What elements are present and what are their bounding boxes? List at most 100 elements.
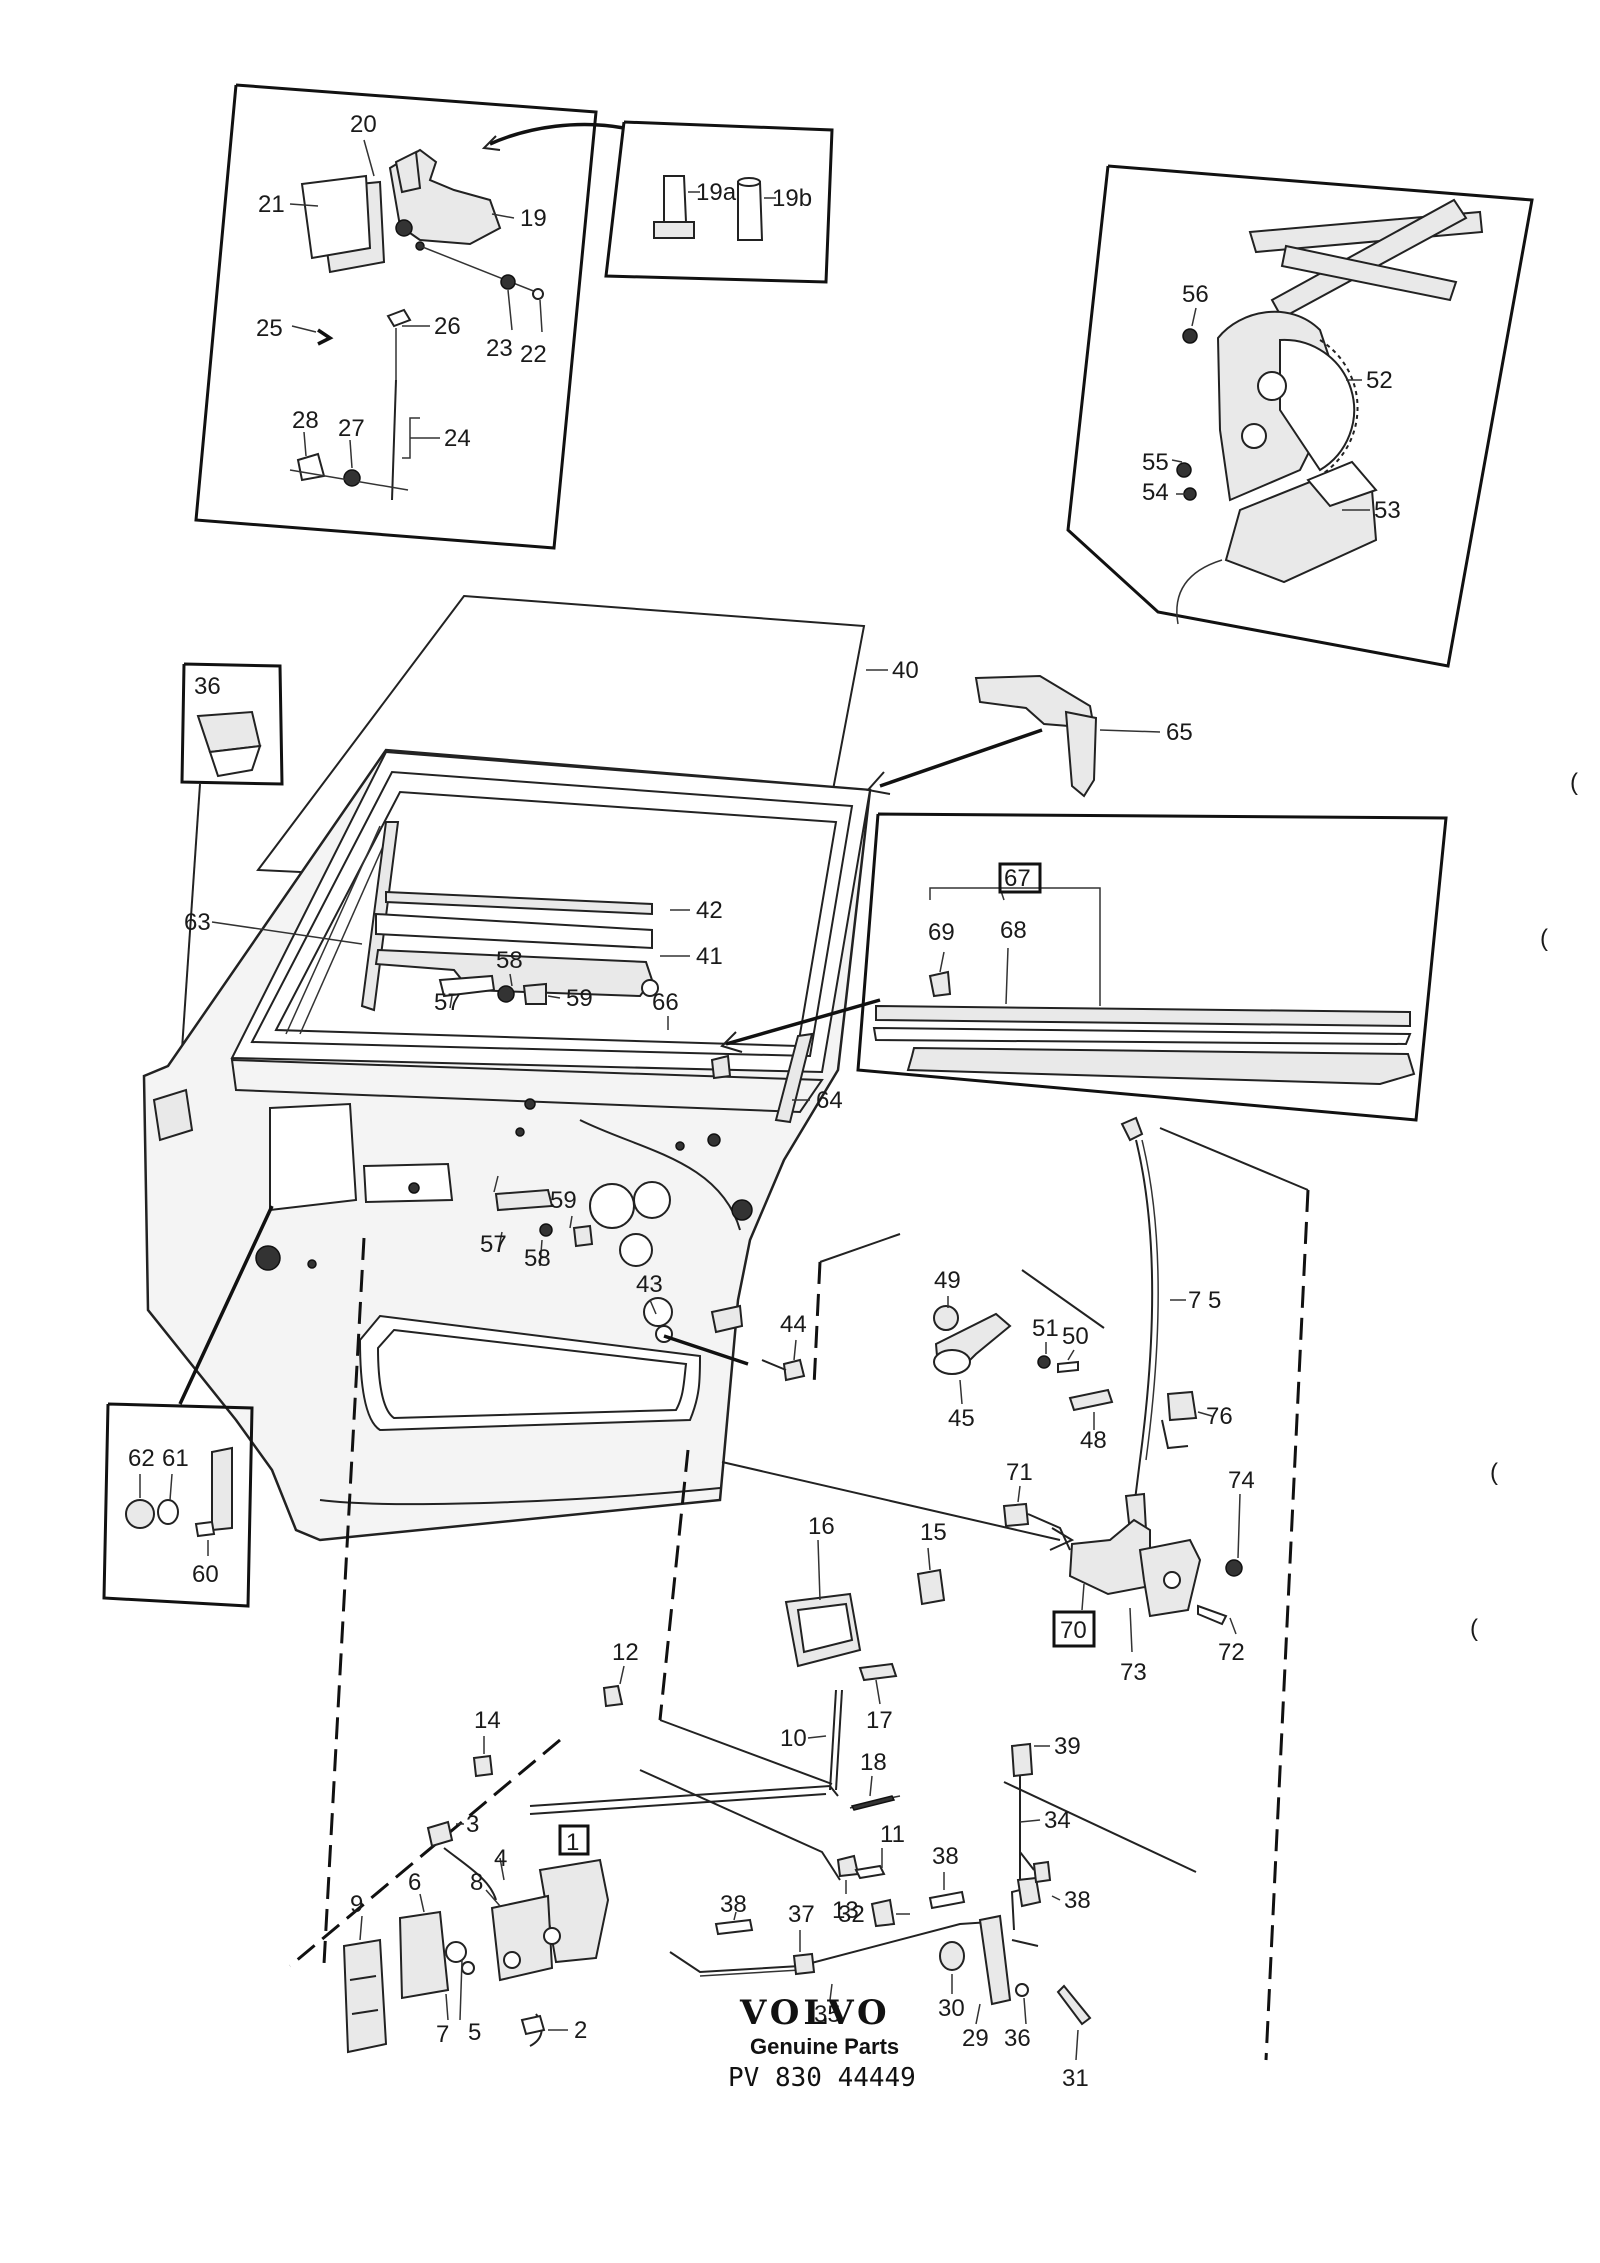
callout-62: 62 [128,1445,155,1472]
inset-fasteners: 62 61 60 [102,1205,274,1608]
callout-8: 8 [470,1869,483,1896]
inset-door-handle: 20 21 19 25 26 23 22 24 28 27 [194,83,598,550]
callout-72: 72 [1218,1639,1245,1666]
callout-25: 25 [256,315,283,342]
callout-26: 26 [434,313,461,340]
callout-4: 4 [494,1845,507,1872]
callout-31: 31 [1062,2065,1089,2092]
callout-74: 74 [1228,1467,1255,1494]
callout-71: 71 [1006,1459,1033,1486]
callout-49: 49 [934,1267,961,1294]
callout-7: 7 [436,2021,449,2048]
callout-43: 43 [636,1271,663,1298]
callout-59-upper: 59 [566,985,593,1012]
callout-56: 56 [1182,281,1209,308]
callout-76: 76 [1206,1403,1233,1430]
lower-rods: 38 37 38 32 35 30 29 36 31 39 34 38 [669,1733,1092,2092]
door-mid-parts: 57 58 59 43 44 [480,1175,807,1382]
callout-63: 63 [184,909,211,936]
callout-44: 44 [780,1311,807,1338]
callout-19: 19 [520,205,547,232]
callout-54: 54 [1142,479,1169,506]
callout-29: 29 [962,2025,989,2052]
callout-38-left: 38 [720,1891,747,1918]
callout-55: 55 [1142,449,1169,476]
callout-61: 61 [162,1445,189,1472]
callout-30: 30 [938,1995,965,2022]
inset-window-regulator: 56 52 53 55 54 [1066,164,1534,668]
callout-52: 52 [1366,367,1393,394]
callout-66: 66 [652,989,679,1016]
callout-75: 7 5 [1188,1287,1221,1314]
callout-57-lower: 57 [480,1231,507,1258]
callout-36: 36 [194,673,221,700]
callout-45: 45 [948,1405,975,1432]
margin-mark-1: ( [1570,769,1578,796]
callout-42: 42 [696,897,723,924]
margin-mark-4: ( [1470,1615,1478,1642]
callout-18: 18 [860,1749,887,1776]
callout-38-mid: 38 [932,1843,959,1870]
callout-59-lower: 59 [550,1187,577,1214]
inset-belt-molding: 67 69 68 [720,812,1448,1122]
callout-13: 13 [832,1897,859,1924]
callout-57-upper: 57 [434,989,461,1016]
callout-23: 23 [486,335,513,362]
lock-mechanism: 7 5 76 74 72 71 70 73 [1002,1116,1255,1686]
callout-58-upper: 58 [496,947,523,974]
callout-28: 28 [292,407,319,434]
callout-53: 53 [1374,497,1401,524]
callout-41: 41 [696,943,723,970]
volvo-branding: VOLVO Genuine Parts PV 830 44449 [728,1993,916,2093]
margin-marks: ( ( ( ( [1470,769,1578,1642]
callout-5: 5 [468,2019,481,2046]
callout-36-lower: 36 [1004,2025,1031,2052]
callout-19a: 19a [696,179,737,206]
bracket-65: 65 [866,674,1193,798]
callout-73: 73 [1120,1659,1147,1686]
callout-67: 67 [1004,865,1031,892]
callout-10: 10 [780,1725,807,1752]
callout-40: 40 [892,657,919,684]
part-number: PV 830 44449 [728,2063,916,2093]
callout-3: 3 [466,1811,479,1838]
inset-clip-36: 36 [177,662,284,1109]
callout-19b: 19b [772,185,812,212]
lock-rods: 14 18 11 13 [472,1707,905,1924]
inset-bushings: 19a 19b [481,120,834,284]
callout-32: 32 [838,1901,865,1928]
volvo-logo: VOLVO [739,1993,891,2033]
window-crank: 49 51 50 45 48 [933,1267,1114,1454]
callout-60: 60 [192,1561,219,1588]
callout-17: 17 [866,1707,893,1734]
door-lock-assembly: 3 1 4 8 6 9 7 5 2 [342,1811,610,2054]
callout-58-lower: 58 [524,1245,551,1272]
dashed-frames [289,1127,1310,2061]
callout-12: 12 [612,1639,639,1666]
callout-34: 34 [1044,1807,1071,1834]
callout-15: 15 [920,1519,947,1546]
callout-1: 1 [566,1829,579,1856]
callout-11: 11 [880,1821,905,1848]
callout-14: 14 [474,1707,501,1734]
callout-48: 48 [1080,1427,1107,1454]
callout-27: 27 [338,415,365,442]
window-channel-parts: 63 42 41 58 59 57 66 64 [184,821,843,1124]
callout-21: 21 [258,191,285,218]
margin-mark-2: ( [1540,925,1548,952]
callout-69: 69 [928,919,955,946]
genuine-parts-label: Genuine Parts [750,2034,899,2059]
callout-35: 35 [814,2001,841,2028]
margin-mark-3: ( [1490,1459,1498,1486]
callout-37: 37 [788,1901,815,1928]
callout-64: 64 [816,1087,843,1114]
callout-65: 65 [1166,719,1193,746]
callout-9: 9 [350,1891,363,1918]
callout-38-right: 38 [1064,1887,1091,1914]
callout-16: 16 [808,1513,835,1540]
callout-24: 24 [444,425,471,452]
callout-70: 70 [1060,1617,1087,1644]
callout-51: 51 [1032,1315,1059,1342]
